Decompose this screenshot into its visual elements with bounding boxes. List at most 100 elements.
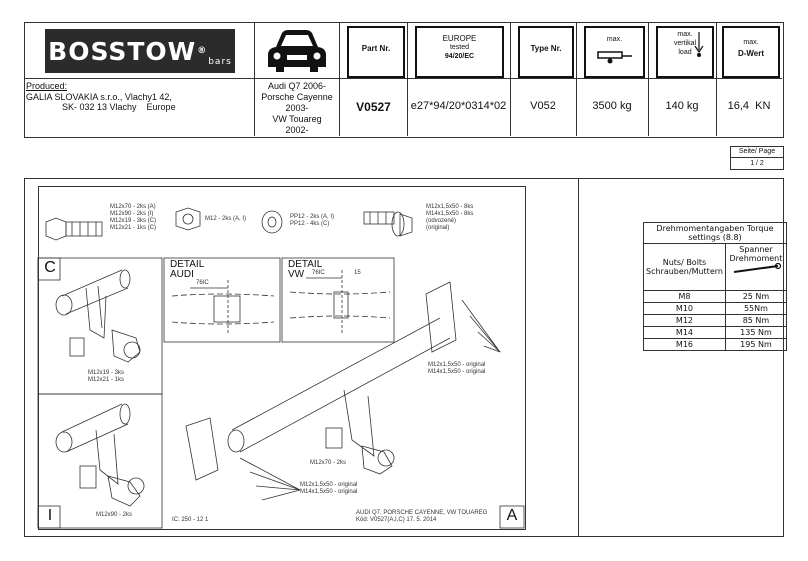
logo-reg: ® [197,46,208,56]
type-nr-label: Type Nr. [530,44,562,53]
dim-15: 15 [354,270,361,276]
page-label: Seite/ Page [731,147,783,158]
vertical-load-box: max. vertikal load [656,26,714,78]
dwert-box: max. D-Wert [722,26,780,78]
part-nr-label: Part Nr. [361,44,391,53]
footer-label: AUDI Q7, PORSCHE CAYENNE, VW TOUAREG Kód… [356,510,487,524]
header-col-sep [339,22,340,136]
vehicle-5: 2002- [285,125,309,135]
vehicle-3: 2003- [285,103,309,113]
bolts1-line: M12x19 - 3ks (C) [110,218,157,224]
bosstow-logo: BOSSTOW®bars [45,29,235,73]
torque-table: Drehmomentangaben Torque settings (8.8) … [643,222,787,351]
produced-line1: GALIA SLOVAKIA s.r.o., Vlachy1 42, [26,92,172,102]
detail-vw-title: DETAIL VW [288,260,322,280]
drawing-inner-frame [38,186,526,530]
part-nr-box: Part Nr. [347,26,405,78]
max-label: max. [606,36,623,43]
europe-tested: tested [449,44,470,51]
header-frame [24,22,784,138]
dim-vw: 76IC [312,270,325,276]
bolts2-line: M14x1,5x50 - 8ks [426,211,474,217]
flange-bolt-icon [363,211,413,237]
trailer-icon [597,51,632,64]
bolts1-line: M12x70 - 2ks (A) [110,204,156,210]
dim-audi: 76IC [196,280,209,286]
detail-vw-art [289,270,391,334]
a-bolt-right-line: M12x1,5x50 - original [428,362,486,368]
max-weight-value: 3500 kg [592,100,632,112]
vehicles: Audi Q7 2006- Porsche Cayenne 2003- VW T… [255,81,339,136]
a-bolt-left-label: M12x1,5x50 - original M14x1,5x50 - origi… [300,482,357,496]
c-bolts-line: M12x19 - 3ks [88,370,125,376]
bolts2-line: (original) [426,225,450,231]
washer-line: PP12 - 2ks (A, I) [290,214,335,220]
header-col-sep [648,22,649,136]
section-a-letter: A [506,507,518,524]
europe-label: EUROPE [442,34,477,43]
drawing-frame [24,178,784,537]
a-bolt-left-line: M14x1,5x50 - original [300,489,358,495]
nut-icon [175,207,201,231]
section-c-art [55,269,141,363]
torque-nm: 195 Nm [724,338,787,351]
vehicle-4: VW Touareg [272,114,322,124]
bolts2-label: M12x1,5x50 - 8ks M14x1,5x50 - 8ks (odvoz… [426,204,473,232]
section-c-letter: C [44,259,56,276]
detail-vw-line: VW [288,269,305,280]
vload-max: max. [677,31,693,38]
page-value: 1 / 2 [750,160,764,167]
detail-audi-art [171,280,275,334]
section-i-art [55,403,145,507]
bolts2-line: (odvozené) [426,218,457,224]
i-bolt-label: M12x90 - 2ks [96,512,133,518]
bolt-icon [45,217,103,241]
torque-col2: Spanner Drehmoment [729,245,783,263]
bolts1-label: M12x70 - 2ks (A) M12x90 - 2ks (I) M12x19… [110,204,156,232]
vehicle-2: Porsche Cayenne [261,92,333,102]
header-col-sep [254,22,255,136]
washer-icon [261,210,283,234]
header-col-sep [576,22,577,136]
c-bolts-label: M12x19 - 3ks M12x21 - 1ks [88,370,124,384]
nut-label: M12 - 2ks (A, I) [205,216,247,222]
a-m12x70-label: M12x70 - 2ks [310,460,347,466]
footer-line: Kód: V0527(A,I,C) 17. 5. 2014 [356,517,437,523]
a-bolt-right-line: M14x1,5x50 - original [428,369,486,375]
section-i-letter: I [47,507,53,524]
c-bolts-line: M12x21 - 1ks [88,377,125,383]
type-nr-value: V052 [530,100,556,112]
detail-audi-title: DETAIL AUDI [170,260,204,280]
header-divider [24,78,782,79]
dwert-max: max. [743,39,759,46]
down-arrow-icon [694,32,704,57]
header-col-sep [407,22,408,136]
bolts1-line: M12x90 - 2ks (I) [110,211,154,217]
europe-value: e27*94/20*0314*02 [410,100,507,112]
washer-label: PP12 - 2ks (A, I) PP12 - 4ks (C) [290,214,334,228]
bolts1-line: M12x21 - 1ks (C) [110,225,157,231]
washer-line: PP12 - 4ks (C) [290,221,330,227]
ic-label: IC: 250 - 12 1 [172,517,209,523]
vertical-load-value: 140 kg [665,100,699,112]
bolts2-line: M12x1,5x50 - 8ks [426,204,474,210]
logo-text: BOSSTOW [48,36,197,66]
footer-line: AUDI Q7, PORSCHE CAYENNE, VW TOUAREG [356,510,488,516]
part-nr-value: V0527 [356,100,391,114]
drawing-sep [578,178,579,536]
detail-vw-line: DETAIL [288,259,323,270]
a-bolt-left-line: M12x1,5x50 - original [300,482,358,488]
towbar-main-art [185,281,501,501]
dwert-label: D-Wert [737,49,765,58]
header-col-sep [716,22,717,136]
torque-col1: Nuts/ Bolts Schrauben/Muttern [643,243,726,291]
vehicle-1: Audi Q7 2006- [267,81,327,91]
torque-col2-cell: Spanner Drehmoment [724,243,787,291]
dwert-value: 16,4 KN [727,100,771,112]
logo-sub: bars [208,57,232,67]
car-icon [262,25,332,75]
vload-vertikal: vertikal [673,40,697,47]
